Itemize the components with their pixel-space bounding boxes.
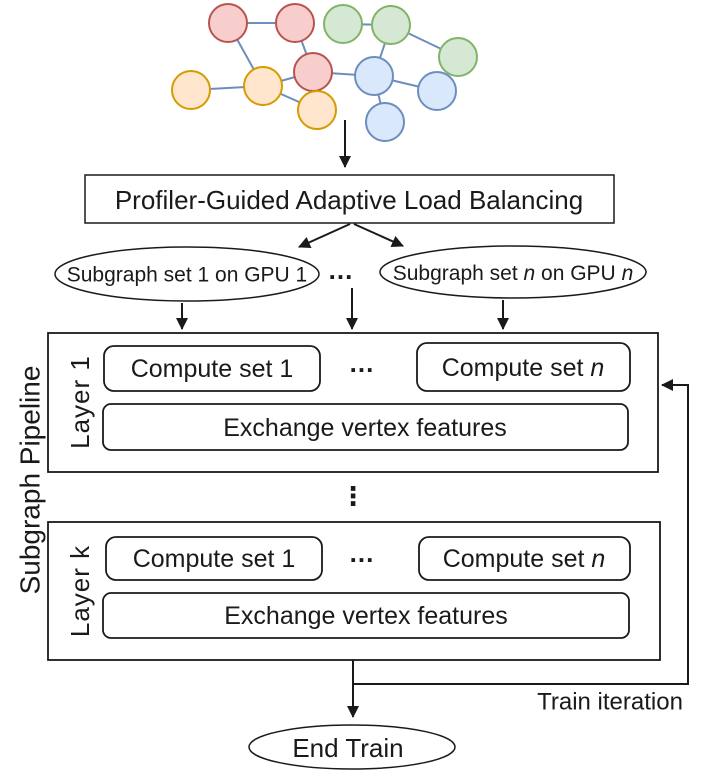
layerk-compute-set-n-box — [418, 536, 631, 581]
layer1-exchange-box — [102, 403, 629, 451]
load-balancer-box — [84, 174, 615, 224]
subgraph-pipeline-label: Subgraph Pipeline — [15, 366, 46, 595]
subgraph-set-1-ellipse — [54, 246, 320, 302]
graph-node-orange-9 — [171, 70, 211, 110]
subgraph-set-n-label: Subgraph set n on GPU n — [393, 262, 634, 285]
layer1-compute-set-n-label: Compute set n — [442, 354, 605, 382]
graph-node-red-2 — [293, 52, 333, 92]
layerk-compute-set-n-label: Compute set n — [443, 545, 606, 573]
arrow-balancer-to-set1 — [298, 223, 351, 248]
layer1-compute-set-n-box — [416, 342, 631, 392]
graph-node-orange-10 — [243, 66, 283, 106]
train-iteration-feedback-line — [353, 379, 689, 685]
layerk-exchange-box — [102, 592, 630, 639]
layerk-compute-set-1-label: Compute set 1 — [133, 545, 296, 573]
layerk-exchange-label: Exchange vertex features — [224, 602, 508, 630]
layer1-exchange-label: Exchange vertex features — [223, 414, 507, 442]
graph-node-green-4 — [371, 5, 411, 45]
layer-k-side-label: Layer k — [65, 545, 95, 637]
graph-node-green-5 — [438, 37, 478, 77]
subgraph-sets-ellipsis: ... — [329, 255, 354, 285]
graph-node-blue-7 — [417, 71, 457, 111]
layerk-compute-ellipsis: ... — [350, 538, 375, 568]
subgraph-set-1-label: Subgraph set 1 on GPU 1 — [67, 264, 308, 287]
layers-vertical-ellipsis: ⋮ — [340, 482, 366, 512]
graph-node-orange-11 — [297, 90, 337, 130]
graph-node-blue-8 — [365, 102, 405, 142]
graph-node-blue-6 — [354, 56, 394, 96]
end-train-label: End Train — [292, 733, 403, 763]
load-balancer-label: Profiler-Guided Adaptive Load Balancing — [115, 185, 583, 215]
graph-node-red-1 — [275, 3, 315, 43]
graph-node-green-3 — [323, 4, 363, 44]
layer-1-side-label: Layer 1 — [65, 355, 95, 449]
graph-node-red-0 — [208, 3, 248, 43]
train-iteration-label: Train iteration — [537, 689, 683, 716]
layer1-compute-ellipsis: ... — [350, 348, 375, 378]
layer1-compute-set-1-label: Compute set 1 — [131, 355, 294, 383]
layerk-compute-set-1-box — [105, 536, 323, 581]
subgraph-set-n-ellipse — [379, 245, 647, 299]
arrow-balancer-to-setn — [353, 223, 404, 247]
end-train-ellipse — [248, 724, 456, 770]
layer1-compute-set-1-box — [103, 345, 321, 392]
input-graph — [171, 3, 478, 142]
